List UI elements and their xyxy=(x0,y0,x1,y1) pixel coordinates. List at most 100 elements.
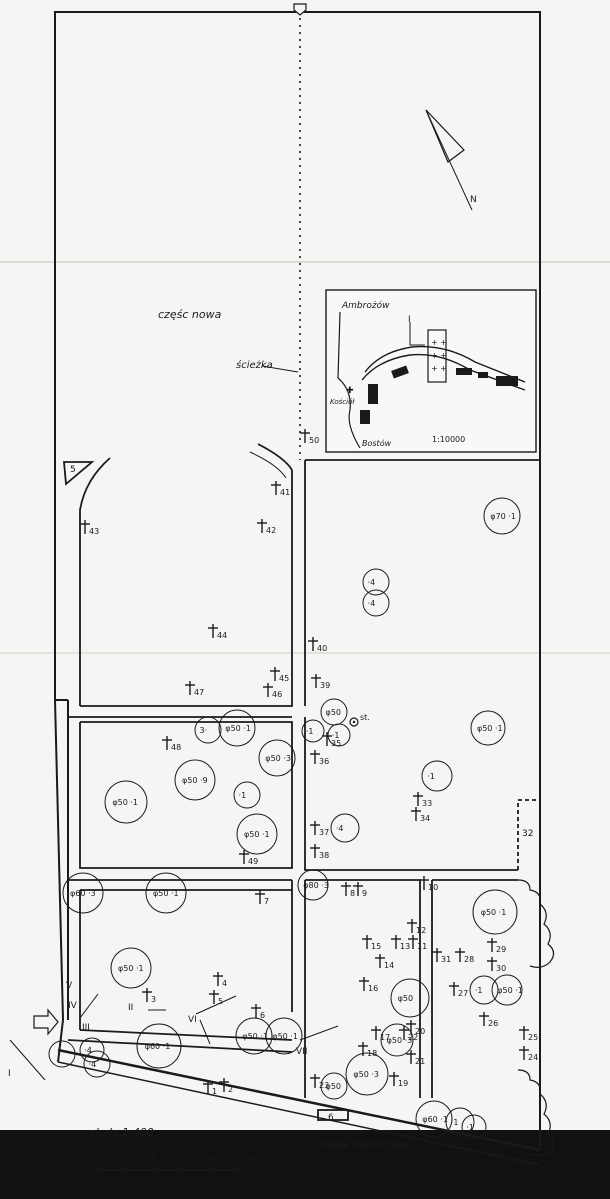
grave-number: 31 xyxy=(441,955,451,964)
grave: 48 xyxy=(162,736,181,752)
tree: φ80 ·3 xyxy=(297,869,329,901)
inset-scale: 1:10000 xyxy=(432,435,465,444)
tree: ·1 xyxy=(445,1107,475,1137)
grave-number: 3 xyxy=(151,995,156,1004)
tree-label: ·1 xyxy=(466,1123,474,1132)
inset-church-label: Kościół xyxy=(330,398,355,406)
tree-label: φ50 ·1 xyxy=(497,986,523,995)
grave: 31 xyxy=(432,948,451,964)
grave: 43 xyxy=(80,520,99,536)
grave-number: 13 xyxy=(400,942,410,951)
tree: ·1 xyxy=(301,719,325,743)
grave-number: 15 xyxy=(371,942,381,951)
scale-tick-label: 4 xyxy=(123,1155,128,1164)
grave-number: 32 xyxy=(522,829,533,839)
grave: 50 xyxy=(300,429,319,445)
grave: 3 xyxy=(142,988,156,1004)
section-label-vi: VI xyxy=(188,1015,197,1025)
tree-label: ·4 xyxy=(368,599,376,608)
tree: φ50 ·3 xyxy=(258,739,296,777)
tree-label: φ70 ·1 xyxy=(490,512,516,521)
grave-number: 39 xyxy=(320,681,330,690)
grave-number: 33 xyxy=(422,799,432,808)
north-label: N xyxy=(470,195,477,205)
tree-label: φ50 ·1 xyxy=(118,964,144,973)
tree: φ50 xyxy=(390,978,430,1018)
grave: 37 xyxy=(310,821,329,837)
tree: φ50 ·1 xyxy=(236,813,278,855)
grave-number: 36 xyxy=(319,757,329,766)
north-arrow: N xyxy=(425,109,477,211)
grave: 26 xyxy=(479,1012,498,1028)
grave: 10 xyxy=(419,876,438,892)
tree: φ50 xyxy=(320,1072,348,1100)
grave-number: 25 xyxy=(528,1033,538,1042)
grave-number: 41 xyxy=(280,488,290,497)
grave-number: 17 xyxy=(380,1033,390,1042)
inset-place-bottom: Bostów xyxy=(362,438,392,448)
grave-number: 23 xyxy=(319,1081,329,1090)
section-label-i: I xyxy=(8,1069,11,1079)
grave: 27 xyxy=(449,982,468,998)
grave-number: 38 xyxy=(319,851,329,860)
tree: ·4 xyxy=(362,589,390,617)
tree: φ50 ·1 xyxy=(470,710,506,746)
grave: 30 xyxy=(487,957,506,973)
tree: ·1 xyxy=(469,975,499,1005)
tree: φ50 ·1 xyxy=(218,709,256,747)
grave-number: 12 xyxy=(416,926,426,935)
tree-label: φ50 ·1 xyxy=(153,889,179,898)
tree xyxy=(48,1040,76,1068)
scale-tick-label: 8 xyxy=(151,1155,156,1164)
grave-number: 50 xyxy=(309,436,319,445)
grave: 9 xyxy=(353,882,367,898)
grave-number: 10 xyxy=(428,883,438,892)
grave: 24 xyxy=(519,1046,538,1062)
grave-number: 37 xyxy=(319,828,329,837)
tree-label: ·1 xyxy=(451,1118,459,1127)
tree-label: ·1 xyxy=(475,986,483,995)
section-label-iv: IV xyxy=(68,1001,78,1011)
grave-number: 11 xyxy=(417,942,427,951)
path-label: ścieżka xyxy=(236,359,273,371)
well-marker: st. xyxy=(349,713,370,727)
grave-number: 8 xyxy=(350,889,355,898)
tree: φ50 ·1 xyxy=(145,872,187,914)
section-label-v: V xyxy=(66,981,73,991)
scanner-edge xyxy=(0,1129,610,1199)
tree-label: φ50 ·1 xyxy=(481,908,507,917)
grave-number: 21 xyxy=(415,1057,425,1066)
inset-place-top: Ambrożów xyxy=(341,300,390,311)
tree-label: ·1 xyxy=(332,731,340,740)
grave: 17 xyxy=(371,1026,390,1042)
tree-label: φ80 ·3 xyxy=(303,881,329,890)
grave: 47 xyxy=(185,681,204,697)
grave-number: 43 xyxy=(89,527,99,536)
tree: φ70 ·1 xyxy=(483,497,521,535)
locator-inset: Ambrożów + + + + + + I ✚ Kościół Bostów … xyxy=(325,289,537,453)
tree: φ50 ·1 xyxy=(104,780,148,824)
grave-number: 29 xyxy=(496,945,506,954)
tree-label: φ50 xyxy=(326,708,341,717)
grave: 12 xyxy=(407,919,426,935)
tree: φ50 ·3 xyxy=(345,1052,389,1096)
grave: 38 xyxy=(310,844,329,860)
grave-number: 20 xyxy=(415,1027,425,1036)
tree-label: ·1 xyxy=(427,772,435,781)
tree-label: φ50 ·3 xyxy=(265,754,291,763)
grave-number: 45 xyxy=(279,674,289,683)
tree-label: φ50 ·9 xyxy=(182,776,208,785)
grave: 11 xyxy=(408,935,427,951)
grave: 40 xyxy=(308,637,327,653)
section-label-vii: VII xyxy=(296,1047,307,1057)
grave-number: 19 xyxy=(398,1079,408,1088)
grave-number: 34 xyxy=(420,814,430,823)
tree: φ50 ·1 xyxy=(235,1017,273,1055)
scale-tick-label: 12 xyxy=(179,1155,189,1164)
grave: 34 xyxy=(411,807,430,823)
grave: 46 xyxy=(263,683,282,699)
grave: 29 xyxy=(487,938,506,954)
tree-label: φ50 ·1 xyxy=(477,724,503,733)
